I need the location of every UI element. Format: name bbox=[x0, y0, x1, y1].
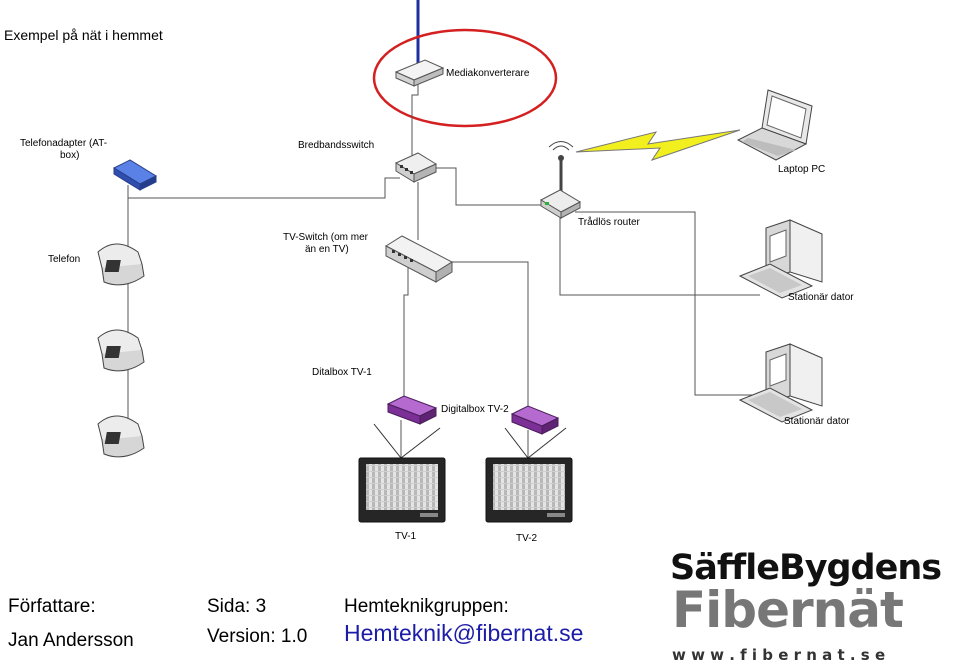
phone-adapter-icon bbox=[112, 159, 158, 191]
tvswitch-label-1: TV-Switch (om mer bbox=[283, 232, 369, 243]
telefonadapter-label-1: Telefonadapter (AT- bbox=[20, 138, 107, 149]
digitalbox-icon bbox=[510, 405, 560, 435]
connection-lines bbox=[127, 84, 760, 458]
telefonadapter-label-2: box) bbox=[60, 150, 79, 161]
stationar-2-label: Stationär dator bbox=[784, 416, 850, 427]
broadband-switch-icon bbox=[394, 152, 438, 183]
telefon-label: Telefon bbox=[48, 254, 80, 265]
tv-icon bbox=[358, 457, 446, 523]
digitalbox-icon bbox=[386, 395, 438, 425]
diagram-title: Exempel på nät i hemmet bbox=[4, 27, 163, 43]
telephone-icon bbox=[97, 329, 145, 372]
email-link[interactable]: Hemteknik@fibernat.se bbox=[344, 620, 584, 646]
desktop-computer-icon bbox=[738, 343, 823, 423]
bredbandsswitch-label: Bredbandsswitch bbox=[298, 140, 374, 151]
tv-icon bbox=[485, 457, 573, 523]
laptop-label: Laptop PC bbox=[778, 164, 825, 175]
highlight-circle bbox=[372, 28, 558, 128]
digitalbox-tv2-label: Digitalbox TV-2 bbox=[441, 404, 509, 415]
laptop-icon bbox=[736, 89, 813, 161]
telephone-icon bbox=[97, 243, 145, 286]
tradlos-router-label: Trådlös router bbox=[578, 216, 641, 228]
version: Version: 1.0 bbox=[207, 626, 308, 647]
logo-url: w w w . f i b e r n a t . s e bbox=[672, 646, 886, 664]
media-converter-icon bbox=[394, 59, 445, 87]
tvswitch-label-2: än en TV) bbox=[305, 244, 349, 255]
mediakonverterare-label: Mediakonverterare bbox=[446, 68, 530, 79]
author-label: Författare: bbox=[8, 596, 96, 617]
ditalbox-tv1-label: Ditalbox TV-1 bbox=[312, 367, 372, 378]
group-label: Hemteknikgruppen: bbox=[344, 596, 509, 617]
tv2-label: TV-2 bbox=[516, 533, 538, 544]
tv-switch-icon bbox=[384, 235, 454, 283]
logo-line1: SäffleBygdens bbox=[670, 548, 942, 588]
telephone-icon bbox=[97, 415, 145, 458]
lightning-icon bbox=[575, 129, 741, 161]
tv1-label: TV-1 bbox=[395, 531, 417, 542]
logo-line2: Fibernät bbox=[672, 581, 904, 639]
wireless-router-icon bbox=[539, 141, 582, 219]
stationar-1-label: Stationär dator bbox=[788, 292, 854, 303]
antenna-lines bbox=[373, 423, 567, 459]
page-number: Sida: 3 bbox=[207, 596, 267, 617]
desktop-computer-icon bbox=[738, 219, 823, 299]
author-name: Jan Andersson bbox=[8, 630, 134, 651]
